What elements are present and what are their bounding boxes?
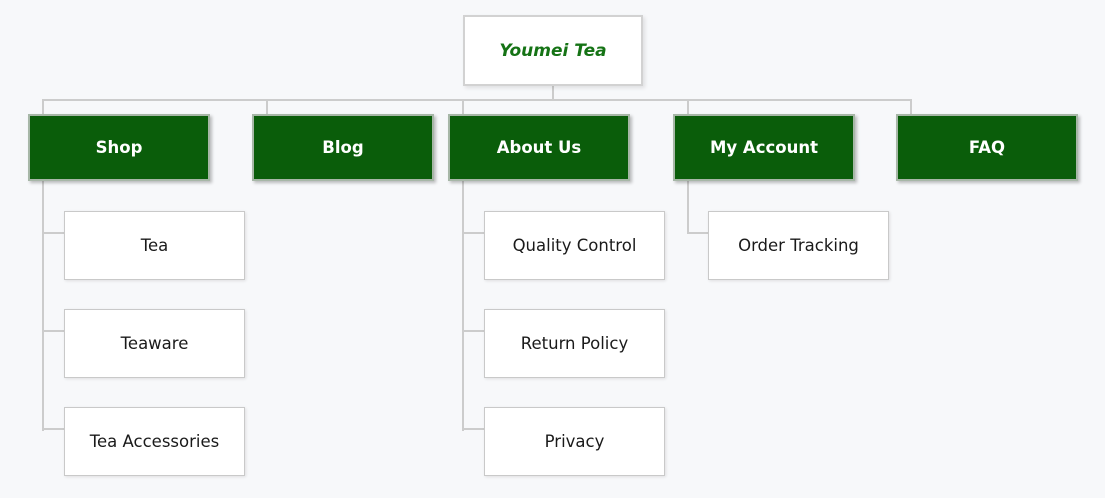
node-tea[interactable]: Tea	[64, 211, 245, 280]
node-order-tracking-label: Order Tracking	[738, 236, 859, 255]
node-tea-label: Tea	[140, 236, 169, 255]
node-faq[interactable]: FAQ	[896, 114, 1078, 181]
node-privacy[interactable]: Privacy	[484, 407, 665, 476]
connector-stub-return-policy	[462, 330, 484, 332]
node-quality-control-label: Quality Control	[512, 236, 637, 255]
connector-stub-tea-accessories	[42, 428, 64, 430]
node-return-policy-label: Return Policy	[520, 334, 629, 353]
connector-account-trunk	[687, 181, 689, 234]
connector-drop-about-us	[462, 100, 464, 114]
node-about-us[interactable]: About Us	[448, 114, 630, 181]
node-tea-accessories[interactable]: Tea Accessories	[64, 407, 245, 476]
connector-drop-blog	[266, 100, 268, 114]
node-blog[interactable]: Blog	[252, 114, 434, 181]
connector-stub-tea	[42, 232, 64, 234]
connector-root-drop	[552, 86, 554, 100]
connector-stub-order-tracking	[687, 232, 708, 234]
connector-about-trunk	[462, 181, 464, 431]
node-teaware-label: Teaware	[120, 334, 189, 353]
connector-shop-trunk	[42, 181, 44, 431]
node-teaware[interactable]: Teaware	[64, 309, 245, 378]
node-root-label: Youmei Tea	[499, 40, 607, 61]
connector-drop-shop	[42, 100, 44, 114]
connector-drop-faq	[910, 100, 912, 114]
node-faq-label: FAQ	[968, 138, 1006, 157]
node-privacy-label: Privacy	[544, 432, 605, 451]
connector-drop-my-account	[687, 100, 689, 114]
node-return-policy[interactable]: Return Policy	[484, 309, 665, 378]
node-order-tracking[interactable]: Order Tracking	[708, 211, 889, 280]
node-my-account-label: My Account	[710, 138, 818, 157]
connector-stub-privacy	[462, 428, 484, 430]
connector-stub-quality-control	[462, 232, 484, 234]
node-blog-label: Blog	[322, 138, 364, 157]
node-about-us-label: About Us	[496, 138, 582, 157]
connector-stub-teaware	[42, 330, 64, 332]
node-shop-label: Shop	[95, 138, 143, 157]
connector-main-horizontal	[42, 99, 912, 101]
node-root[interactable]: Youmei Tea	[463, 15, 643, 86]
node-quality-control[interactable]: Quality Control	[484, 211, 665, 280]
node-shop[interactable]: Shop	[28, 114, 210, 181]
node-tea-accessories-label: Tea Accessories	[89, 432, 220, 451]
node-my-account[interactable]: My Account	[673, 114, 855, 181]
